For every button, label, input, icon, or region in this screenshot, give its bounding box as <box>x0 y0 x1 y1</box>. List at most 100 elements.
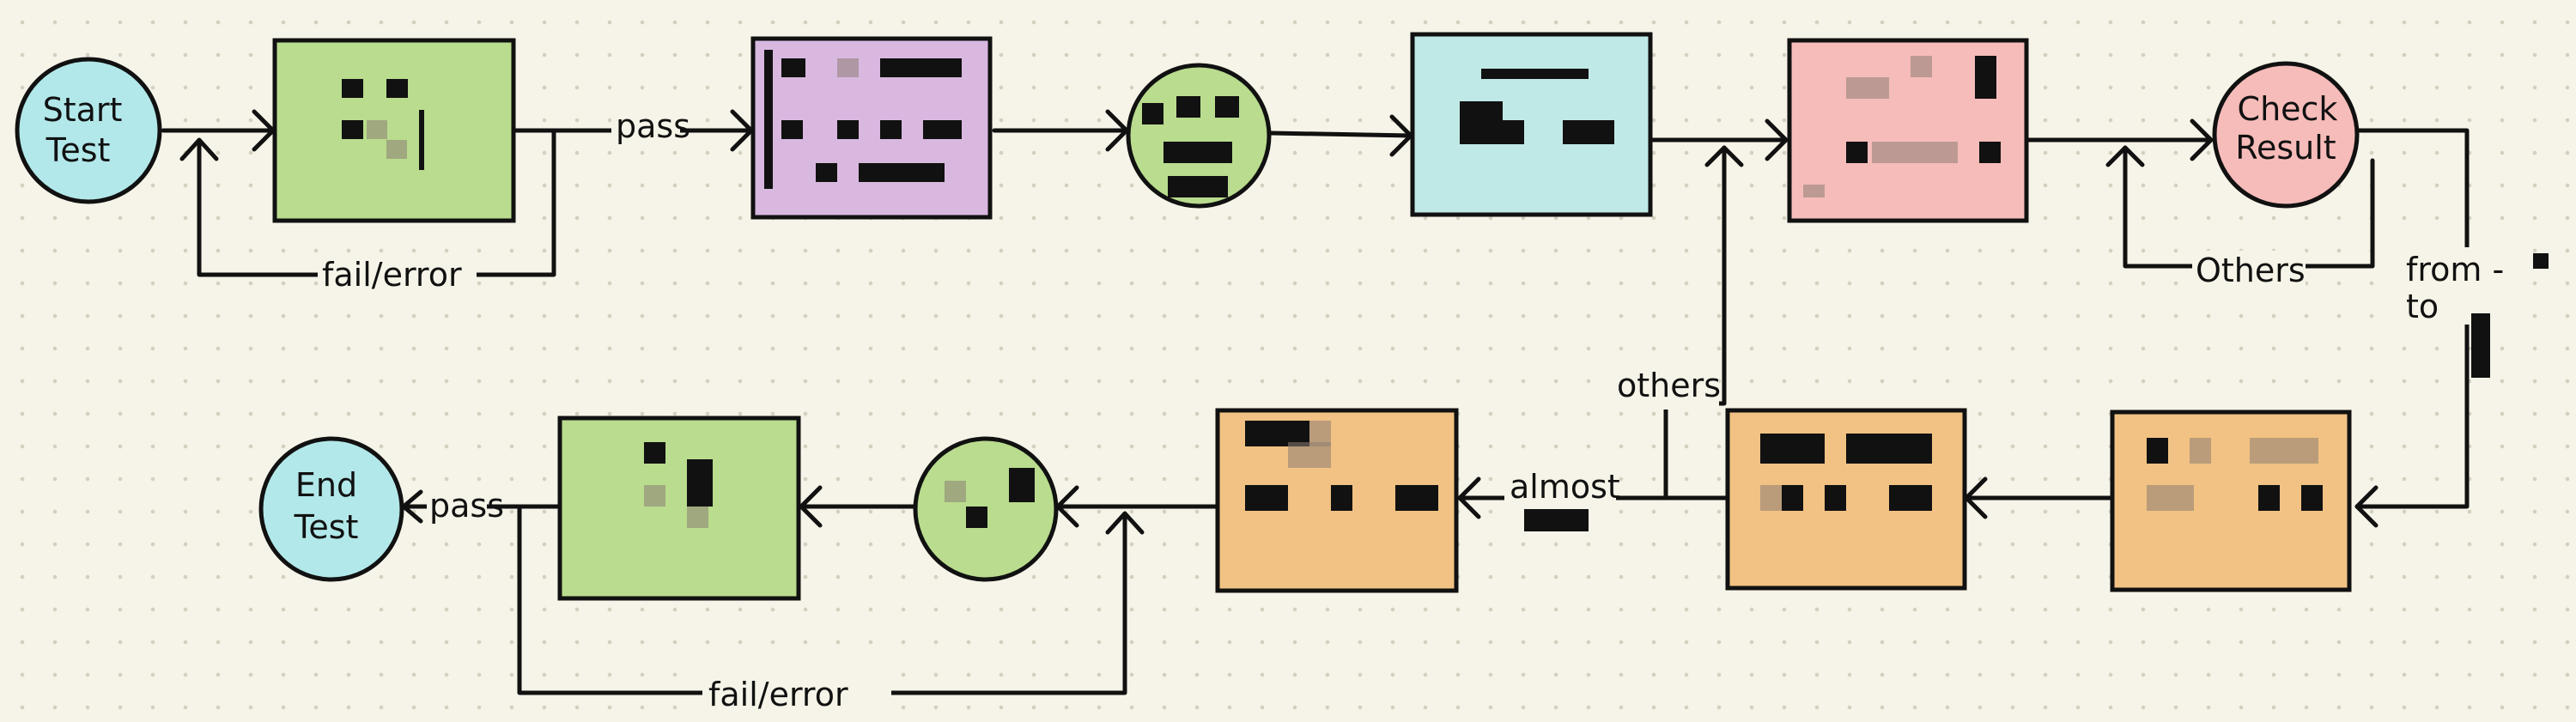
redacted-content <box>1911 56 1932 77</box>
edge-pinkbox-to-check-arrowhead <box>2190 118 2214 161</box>
redacted-content <box>966 507 987 528</box>
redacted-content <box>644 442 665 464</box>
redacted-content <box>1846 77 1889 99</box>
green-decision-circle-top[interactable] <box>1126 63 1272 209</box>
end-test-label-line1: End <box>295 466 357 504</box>
redacted-content <box>1163 142 1232 163</box>
redacted-content <box>2190 438 2211 464</box>
end-test-node[interactable]: End Test <box>258 436 404 582</box>
redacted-content <box>1009 468 1035 502</box>
green-decision-circle-bottom[interactable] <box>913 436 1059 582</box>
redacted-content <box>1245 485 1288 511</box>
edge-circle-to-greenbox-bottom-arrowhead <box>799 485 823 528</box>
green-process-box-top[interactable] <box>272 38 516 223</box>
redacted-content <box>2533 253 2549 269</box>
edge-cyanbox-to-pinkbox-arrowhead <box>1765 118 1789 161</box>
redacted-content <box>1498 120 1524 144</box>
edge-circle-to-cyanbox <box>1268 130 1413 138</box>
edge-label-pass-top: pass <box>611 103 690 146</box>
edge-label-fail-error-top: fail/error <box>318 254 477 297</box>
redacted-content <box>837 120 859 139</box>
edge-others-loop-right-arrowhead <box>2105 145 2145 167</box>
pass-label-top: pass <box>616 107 690 145</box>
edge-label-from-to: from - to <box>2400 247 2549 378</box>
redacted-content <box>1142 103 1163 124</box>
redacted-content <box>644 485 665 507</box>
fail-error-label-top: fail/error <box>322 256 462 294</box>
redacted-content <box>1563 120 1614 144</box>
light-cyan-process-box[interactable] <box>1410 32 1653 217</box>
edge-others-mid <box>1663 145 1727 501</box>
redacted-content <box>880 58 962 77</box>
redacted-content <box>2471 313 2490 378</box>
redacted-content <box>1889 485 1932 511</box>
redacted-content <box>859 163 945 182</box>
purple-process-box[interactable] <box>750 36 993 220</box>
check-result-node[interactable]: Check Result <box>2212 61 2360 209</box>
others-label-mid: others <box>1617 367 1721 404</box>
orange-process-box-right[interactable] <box>2110 410 2352 592</box>
redacted-content <box>1979 142 2001 163</box>
redacted-content <box>1331 485 1352 511</box>
redacted-content <box>1760 434 1825 464</box>
redacted-content <box>837 58 859 77</box>
almost-label: almost <box>1510 468 1620 506</box>
redacted-content <box>923 120 962 139</box>
edge-fail-error-loop-top-arrowhead <box>179 137 219 161</box>
start-test-label-line1: Start <box>43 91 123 129</box>
redacted-content <box>1524 509 1589 531</box>
redacted-content <box>1825 485 1846 511</box>
edge-check-to-right-orange-arrowhead <box>2354 485 2379 528</box>
edge-label-others-right: Others <box>2192 251 2306 294</box>
orange-process-box-middle[interactable] <box>1725 408 1967 591</box>
redacted-content <box>1168 176 1228 197</box>
start-test-node[interactable]: Start Test <box>15 57 162 204</box>
edge-label-others-mid: others <box>1614 365 1721 410</box>
edge-label-fail-error-bottom: fail/error <box>702 670 891 719</box>
redacted-content <box>2147 438 2168 464</box>
pink-process-box[interactable] <box>1787 38 2029 223</box>
redacted-content <box>342 79 363 98</box>
redacted-content <box>2250 438 2318 464</box>
redacted-content <box>880 120 902 139</box>
redacted-content <box>1846 142 1868 163</box>
check-result-label-line1: Check <box>2238 90 2338 128</box>
redacted-content <box>764 50 773 189</box>
redacted-content <box>2301 485 2323 511</box>
edge-fail-error-loop-bottom-arrowhead <box>1105 511 1145 535</box>
redacted-content <box>945 481 966 502</box>
edge-others-mid-arrowhead <box>1704 145 1744 167</box>
from-label: from - <box>2406 251 2504 288</box>
redacted-content <box>367 120 387 139</box>
redacted-content <box>386 79 408 98</box>
redacted-content <box>1460 101 1503 144</box>
green-process-box-bottom[interactable] <box>557 416 801 601</box>
redacted-content <box>342 120 363 139</box>
edge-orange-middle-to-left-arrowhead <box>1457 476 1481 519</box>
redacted-content <box>687 459 713 507</box>
others-label-right: Others <box>2196 252 2306 289</box>
redacted-content <box>1975 56 1996 99</box>
redacted-content <box>1395 485 1438 511</box>
redacted-content <box>1288 442 1331 468</box>
pass-label-bottom: pass <box>429 487 504 525</box>
redacted-content <box>1760 485 1782 511</box>
redacted-content <box>1176 96 1200 118</box>
fail-error-label-bottom: fail/error <box>708 676 848 713</box>
orange-process-box-left[interactable] <box>1215 408 1459 593</box>
edge-label-pass-bottom: pass <box>427 487 504 528</box>
check-result-label-line2: Result <box>2235 129 2336 167</box>
redacted-content <box>816 163 837 182</box>
redacted-content <box>781 58 805 77</box>
redacted-content <box>687 507 708 528</box>
redacted-content <box>1872 142 1958 163</box>
redacted-content <box>781 120 803 139</box>
redacted-content <box>2147 485 2194 511</box>
redacted-content <box>1803 185 1825 197</box>
end-test-label-line2: Test <box>294 508 359 546</box>
redacted-content <box>386 140 407 159</box>
redacted-content <box>1215 96 1239 118</box>
redacted-content <box>2258 485 2280 511</box>
to-label: to <box>2406 288 2439 325</box>
